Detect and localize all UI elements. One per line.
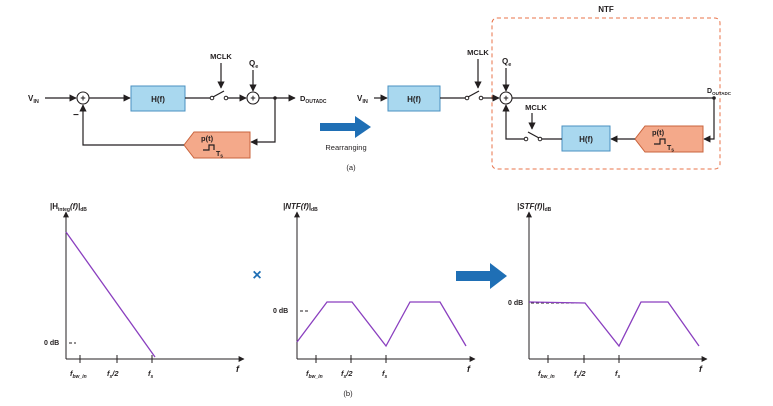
left-loop-diagram: VIN + − H(f) MCLK + Qe DOUTADC p(t) Ts <box>28 52 327 160</box>
left-vin-label: VIN <box>28 94 39 105</box>
rearranging-arrow-icon <box>320 116 371 138</box>
plot2-tick-fs: fs <box>382 369 388 380</box>
right-switch-node-a <box>464 95 470 101</box>
plot3-tick-fs: fs <box>615 369 621 380</box>
plot2-x-var: f <box>467 364 471 374</box>
plot1-curve <box>65 231 156 358</box>
left-mclk-switch <box>212 90 225 98</box>
right-hf-block <box>387 85 441 112</box>
left-summer-plus-sign: + <box>80 93 85 103</box>
right-inner-hf-block <box>561 125 611 152</box>
plot3-curve <box>528 301 700 348</box>
right-dout-label: DOUTADC <box>707 88 732 96</box>
right-ntf-diagram: NTF VIN H(f) MCLK + Qe DOUTADC p(t) Ts H… <box>357 5 732 170</box>
right-inner-mclk-label: MCLK <box>525 103 547 112</box>
plot2-ylabel: |NTF(f)|dB <box>283 202 318 213</box>
plot1-tick-fs: fs <box>148 369 154 380</box>
plot2-curve <box>296 301 467 348</box>
rearranging-arrow-group: Rearranging <box>320 116 371 152</box>
right-qe-label: Qe <box>502 57 511 68</box>
left-minus-sign: − <box>73 110 79 121</box>
equals-arrow-icon <box>456 263 507 289</box>
plot-integrator-magnitude: |Hinteg(f)|dB 0 dB fbw_in fs/2 fs f <box>44 202 245 380</box>
caption-b: (b) <box>343 389 353 398</box>
plot1-zero-db: 0 dB <box>44 340 59 347</box>
plot1-tick-fs2: fs/2 <box>107 369 119 380</box>
plot3-ylabel: |STF(f)|dB <box>517 202 552 213</box>
right-mclk-switch <box>467 90 480 98</box>
rearranging-label: Rearranging <box>325 143 366 152</box>
right-summer-plus: + <box>503 93 508 103</box>
left-qe-label: Qe <box>249 59 258 70</box>
left-pt-label: p(t) <box>201 134 214 143</box>
caption-a: (a) <box>346 163 356 172</box>
right-pt-label: p(t) <box>652 128 665 137</box>
plot3-x-var: f <box>699 364 703 374</box>
plot2-tick-fbw: fbw_in <box>306 369 323 380</box>
right-hf-label: H(f) <box>407 95 421 104</box>
right-inner-switch-node-a <box>537 136 543 142</box>
plot1-ylabel: |Hinteg(f)|dB <box>50 202 87 213</box>
left-mclk-label: MCLK <box>210 52 232 61</box>
right-vin-label: VIN <box>357 94 368 105</box>
plot3-tick-fbw: fbw_in <box>538 369 555 380</box>
left-hf-label: H(f) <box>151 95 165 104</box>
ntf-title: NTF <box>598 5 614 14</box>
left-ts-label: Ts <box>216 151 223 160</box>
plot1-x-var: f <box>236 364 240 374</box>
right-inner-mclk-switch <box>527 131 540 139</box>
right-ts-label: Ts <box>667 145 674 154</box>
right-inner-switch-node-b <box>523 136 529 142</box>
left-switch-node-b <box>223 95 229 101</box>
left-noise-summer-plus: + <box>250 93 255 103</box>
plot-stf-magnitude: |STF(f)|dB 0 dB fbw_in fs/2 fs f <box>508 202 708 380</box>
left-pulse-icon <box>203 144 215 151</box>
multiply-icon: × <box>252 267 261 284</box>
plot-ntf-magnitude: |NTF(f)|dB 0 dB fbw_in fs/2 fs f <box>273 202 476 380</box>
left-dout-label: DOUTADC <box>300 94 327 105</box>
left-switch-node-a <box>209 95 215 101</box>
plot3-tick-fs2: fs/2 <box>574 369 586 380</box>
ntf-dashed-box <box>491 17 721 170</box>
left-pt-dac-block <box>183 131 251 159</box>
right-switch-node-b <box>478 95 484 101</box>
right-inner-hf-label: H(f) <box>579 135 593 144</box>
right-pt-dac-block <box>634 125 704 153</box>
right-mclk-label: MCLK <box>467 48 489 57</box>
plot2-zero-db: 0 dB <box>273 308 288 315</box>
plot1-tick-fbw: fbw_in <box>70 369 87 380</box>
plot3-zero-db: 0 dB <box>508 300 523 307</box>
plot2-tick-fs2: fs/2 <box>341 369 353 380</box>
right-pulse-icon <box>654 138 666 145</box>
